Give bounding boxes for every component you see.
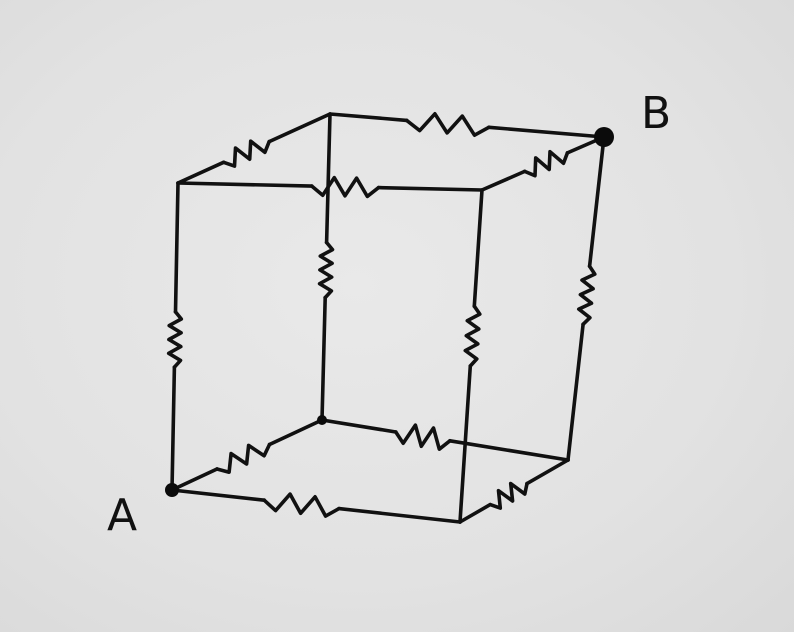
node-a-dot [165,483,179,497]
edge-vertical-back-left-lead-out [324,112,332,245]
edge-top-front-resistor [310,175,381,199]
edge-top-back-lead-out [487,125,606,139]
edge-vertical-back-left-resistor [317,240,335,300]
edge-vertical-front-right-lead-out [472,188,484,308]
node-b-dot [594,127,614,147]
edge-top-back-lead-in [328,112,409,123]
edge-top-front-lead-out [376,185,484,192]
edge-bottom-right-resistor [488,481,529,510]
edge-bottom-front-lead-in [170,488,266,502]
edge-top-right-resistor [522,149,570,178]
edge-vertical-back-right-lead-out [587,135,606,268]
node-b-label: B [641,88,671,139]
edge-bottom-back-lead-out [448,439,570,462]
edge-vertical-back-right-lead-in [566,322,585,462]
edge-bottom-right-lead-out [525,458,570,486]
edge-vertical-front-left-lead-out [173,181,180,314]
edge-top-front-lead-in [176,181,314,188]
edge-vertical-front-left-resistor [166,310,184,369]
edge-top-back-resistor [404,112,491,137]
edge-bottom-front-lead-out [337,506,462,524]
edge-vertical-back-left-lead-in [320,295,327,422]
edge-vertical-front-left-lead-in [170,365,177,492]
edge-bottom-left-lead-in [170,467,219,492]
edge-bottom-left-lead-out [267,418,324,447]
edge-bottom-left-resistor [215,442,272,474]
edge-bottom-back-resistor [394,423,452,451]
edge-top-left-resistor [221,139,271,168]
edge-top-right-lead-in [480,169,527,192]
edge-bottom-front-resistor [262,492,341,518]
edge-top-left-lead-out [267,112,332,144]
node-a-label: A [107,490,137,541]
edge-top-left-lead-in [176,160,226,185]
edge-bottom-right-lead-in [458,502,492,524]
node-back-bottom-dot [317,415,327,425]
edge-vertical-front-right-resistor [463,304,482,368]
edge-vertical-back-right-resistor [577,264,597,327]
edge-bottom-back-lead-in [320,418,398,434]
